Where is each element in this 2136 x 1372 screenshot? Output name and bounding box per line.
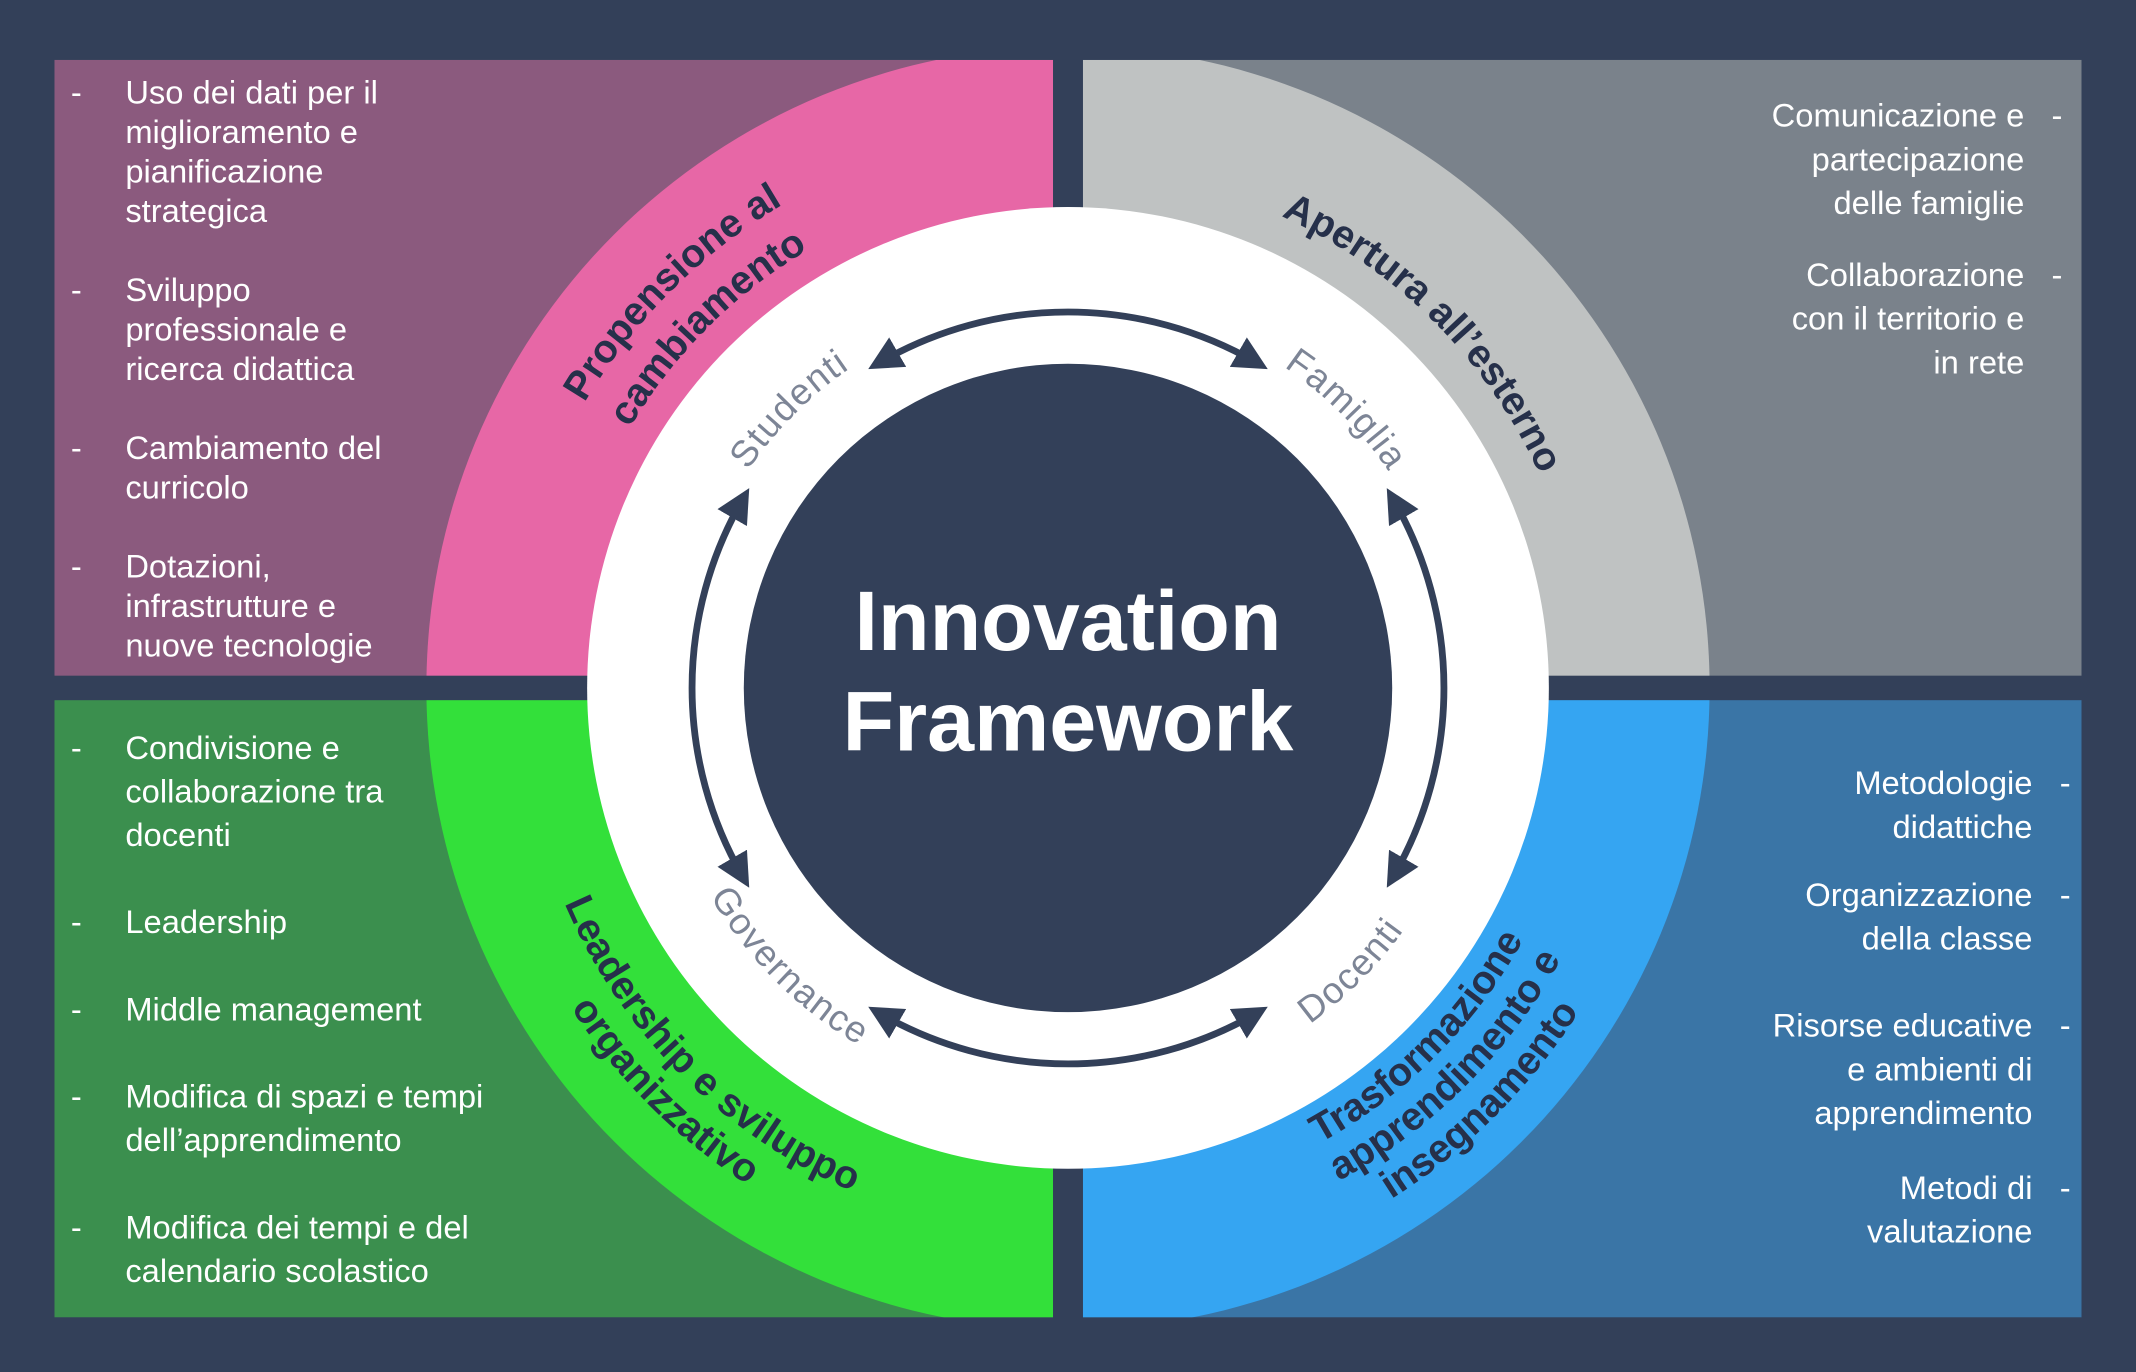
center-title-line2: Framework [842, 675, 1294, 770]
arrow-docenti-governance [868, 1006, 1268, 1068]
list-item: -Metodologie didattiche [1854, 765, 2071, 846]
list-item: -Middle management [70, 991, 422, 1029]
center-circle [743, 363, 1393, 1013]
list-item: -Collaborazione con il territorio e in r… [1791, 257, 2063, 382]
arrow-famiglia-docenti [1386, 488, 1448, 888]
list-bottom-right: -Metodologie didattiche -Organizzazione … [1773, 763, 2071, 1255]
list-item: -Metodi di valutazione [1867, 1170, 2071, 1251]
list-item: -Cambiamento del curricolo [70, 430, 382, 507]
list-item: -Leadership [70, 904, 288, 942]
list-top-left: -Uso dei dati per il miglioramento e pia… [71, 74, 382, 667]
list-item: -Sviluppo professionale e ricerca didatt… [70, 272, 355, 389]
list-top-right: -Comunicazione e partecipazione delle fa… [1772, 95, 2063, 385]
arrow-studenti-famiglia [868, 308, 1268, 370]
arrow-governance-studenti [688, 488, 750, 888]
list-bottom-left: -Condivisione e collaborazione tra docen… [71, 727, 483, 1294]
list-item: -Uso dei dati per il miglioramento e pia… [70, 74, 378, 231]
list-item: -Comunicazione e partecipazione delle fa… [1771, 98, 2063, 223]
list-item: -Organizzazione della classe [1805, 877, 2071, 958]
center-title-line1: Innovation [854, 574, 1282, 669]
list-item: -Dotazioni, infrastrutture e nuove tecno… [70, 548, 373, 665]
center-title: Innovation Framework [744, 572, 1392, 774]
list-item: -Risorse educative e ambienti di apprend… [1772, 1008, 2071, 1133]
list-item: -Modifica dei tempi e del calendario sco… [70, 1209, 469, 1291]
list-item: -Modifica di spazi e tempi dell’apprendi… [70, 1078, 484, 1160]
list-item: -Condivisione e collaborazione tra docen… [70, 730, 384, 855]
